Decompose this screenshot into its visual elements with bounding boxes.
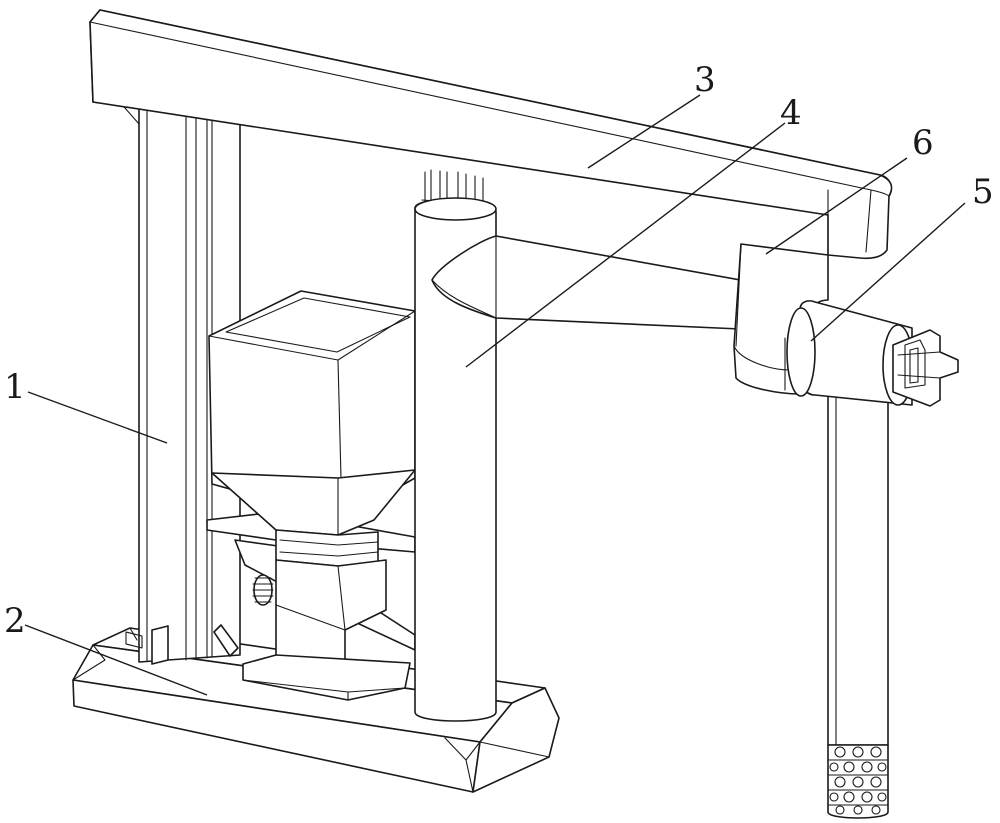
callout-1: 1	[4, 367, 26, 407]
drive-gear	[252, 574, 274, 606]
callout-4: 4	[780, 93, 802, 133]
callout-leaders	[24, 94, 966, 696]
leader-3	[587, 94, 701, 169]
vertical-pipe	[414, 169, 797, 722]
callout-labels: 1 2 3 4 6 5	[4, 60, 994, 641]
leader-1	[27, 391, 168, 444]
leader-4	[465, 122, 786, 368]
leader-2	[24, 624, 208, 696]
callout-5: 5	[972, 172, 994, 212]
top-beam	[89, 9, 893, 260]
feed-hopper	[206, 290, 416, 701]
leader-6	[765, 157, 908, 255]
callout-6: 6	[912, 123, 934, 163]
callout-2: 2	[4, 601, 26, 641]
strainer-filter	[827, 744, 889, 819]
right-head	[733, 189, 959, 819]
leader-5	[810, 202, 966, 342]
callout-3: 3	[694, 60, 716, 100]
